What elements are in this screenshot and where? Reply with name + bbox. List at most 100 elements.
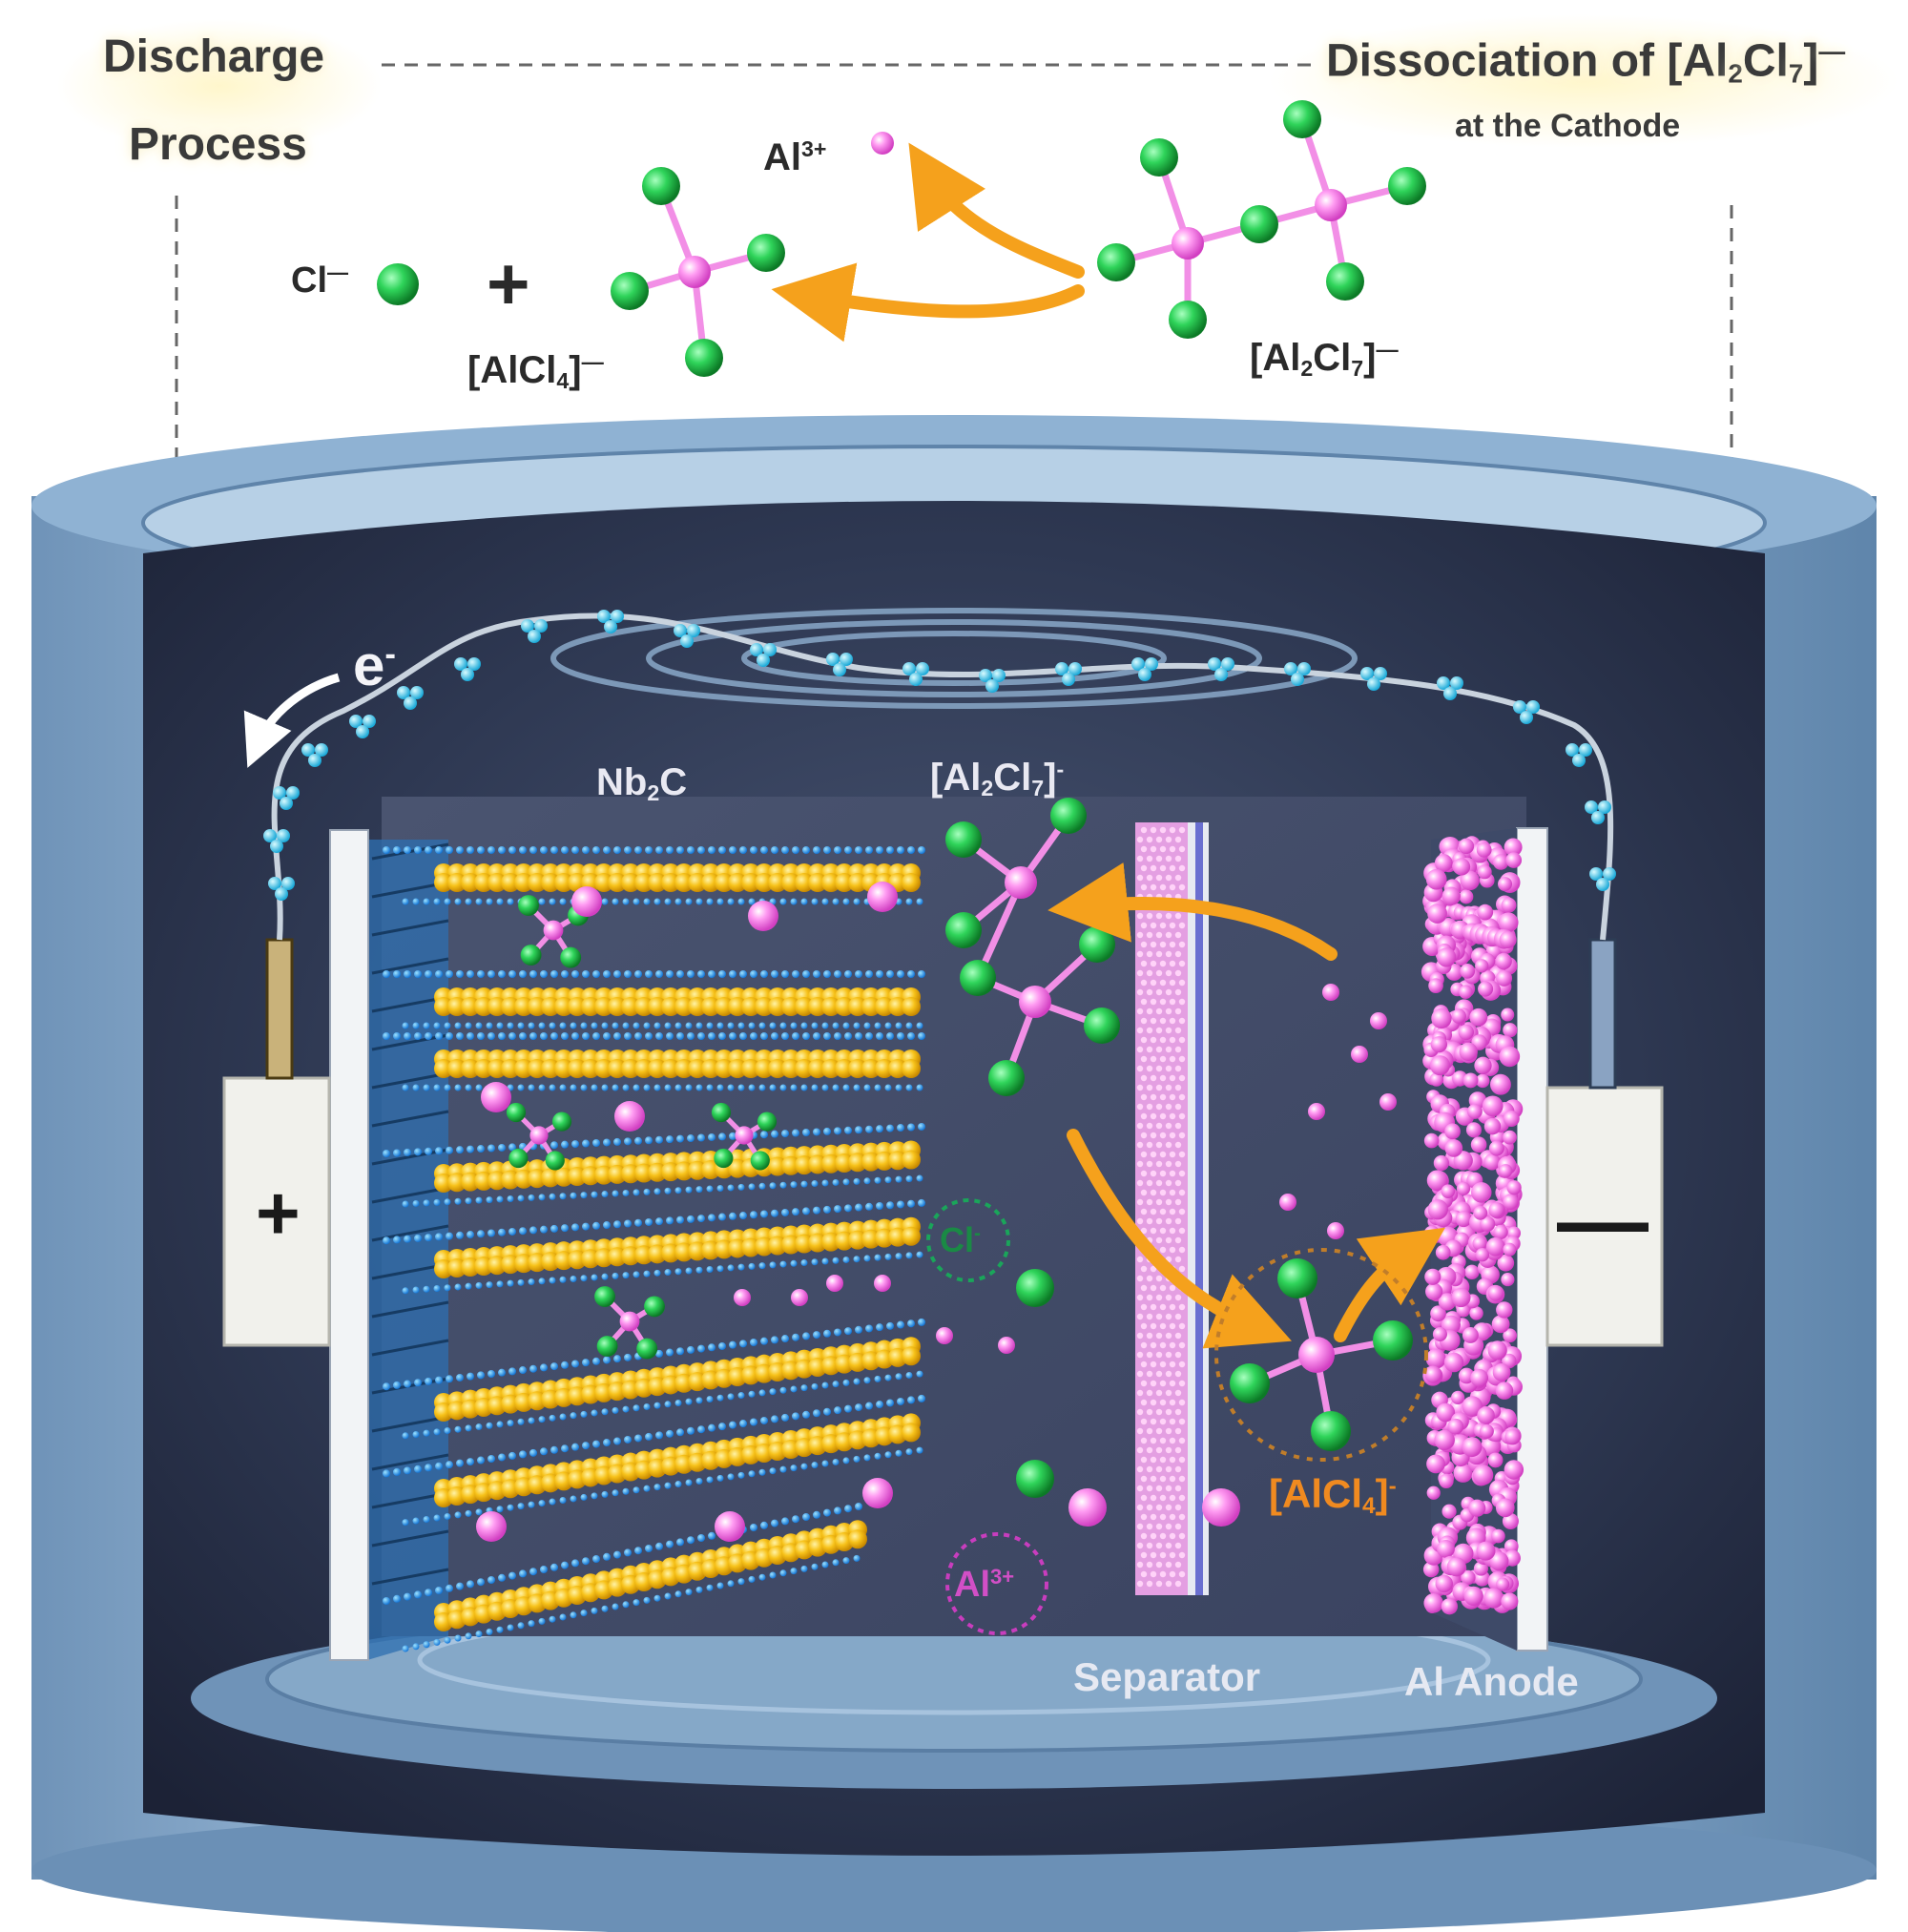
anode-aluminum-atom	[1446, 1557, 1466, 1577]
anode-aluminum-atom	[1441, 1504, 1457, 1519]
carbon-atom	[412, 898, 420, 905]
niobium-atom	[674, 997, 694, 1016]
carbon-atom	[423, 1199, 430, 1207]
carbon-atom	[655, 970, 663, 978]
header-dissociation-c: ]	[1803, 35, 1819, 87]
carbon-atom	[528, 1022, 535, 1029]
anode-aluminum-atom	[1423, 1593, 1443, 1613]
carbon-atom	[874, 1084, 881, 1091]
separator-pore	[1146, 1294, 1153, 1301]
separator-pore	[1159, 1112, 1167, 1120]
carbon-atom	[414, 846, 422, 854]
carbon-atom	[800, 1022, 808, 1029]
anode-aluminum-atom	[1441, 1184, 1456, 1198]
niobium-atom	[902, 1346, 921, 1366]
carbon-atom	[897, 1397, 904, 1405]
separator-pore	[1140, 1284, 1148, 1292]
anode-aluminum-atom	[1495, 952, 1512, 970]
label-cl-top-sup: —	[327, 260, 349, 284]
carbon-atom	[559, 898, 567, 905]
carbon-atom	[601, 1022, 609, 1029]
separator-pore	[1146, 1465, 1153, 1473]
carbon-atom	[549, 1277, 556, 1284]
anode-aluminum-atom	[1496, 1577, 1510, 1591]
separator-pore	[1155, 1160, 1163, 1168]
separator-pore	[1146, 1504, 1153, 1511]
separator-pore	[1169, 1151, 1176, 1158]
separator-pore	[1155, 1523, 1163, 1530]
separator-pore	[1165, 1179, 1172, 1187]
carbon-atom	[834, 1032, 841, 1040]
carbon-atom	[612, 1022, 619, 1029]
carbon-atom	[550, 1362, 558, 1371]
carbon-atom	[758, 1022, 766, 1029]
carbon-atom	[561, 846, 569, 854]
carbon-atom	[727, 1022, 735, 1029]
carbon-atom	[750, 1524, 757, 1531]
carbon-atom	[624, 1548, 632, 1557]
anode-aluminum-atom	[1460, 870, 1480, 891]
separator-pore	[1155, 1427, 1163, 1435]
carbon-atom	[643, 1084, 651, 1091]
anode-aluminum-atom	[1482, 1095, 1504, 1117]
carbon-atom	[708, 1343, 716, 1352]
carbon-atom	[905, 1022, 913, 1029]
separator-pore	[1178, 1151, 1186, 1158]
carbon-atom	[739, 1340, 747, 1348]
carbon-atom	[475, 1084, 483, 1091]
separator-pore	[1178, 1227, 1186, 1235]
carbon-atom	[708, 1032, 716, 1040]
carbon-atom	[748, 898, 756, 905]
aluminum-atom	[1019, 986, 1051, 1018]
anode-aluminum-atom	[1483, 1588, 1504, 1609]
separator-pore	[1155, 874, 1163, 882]
separator-pore	[1174, 1370, 1182, 1378]
carbon-atom	[907, 1396, 915, 1404]
carbon-atom	[737, 1263, 745, 1271]
separator-pore	[1155, 1313, 1163, 1320]
separator-pore	[1165, 950, 1172, 958]
anode-aluminum-atom	[1426, 1170, 1448, 1192]
anode-aluminum-atom	[1480, 1423, 1494, 1439]
carbon-atom	[842, 1022, 850, 1029]
carbon-atom	[529, 1364, 537, 1373]
separator-pore	[1159, 826, 1167, 834]
electron	[902, 662, 916, 675]
separator-pore	[1178, 1208, 1186, 1215]
carbon-atom	[771, 1032, 778, 1040]
carbon-atom	[486, 1422, 493, 1429]
anode-aluminum-atom	[1478, 981, 1494, 997]
carbon-atom	[561, 1561, 569, 1569]
separator-pore	[1136, 1084, 1144, 1091]
carbon-atom	[592, 1440, 600, 1448]
header-halo-left	[57, 19, 382, 153]
separator-pore	[1136, 1294, 1144, 1301]
carbon-atom	[781, 1032, 789, 1040]
separator-pore	[1155, 1446, 1163, 1454]
separator-pore	[1150, 1322, 1157, 1330]
carbon-atom	[897, 1200, 904, 1209]
separator-pore	[1150, 1570, 1157, 1578]
anode-aluminum-atom	[1424, 1365, 1442, 1383]
carbon-atom	[624, 1219, 632, 1228]
carbon-atom	[884, 1084, 892, 1091]
carbon-atom	[517, 1418, 525, 1425]
header-dissociation-sub2: 7	[1788, 58, 1804, 89]
carbon-atom	[412, 1199, 420, 1207]
anode-aluminum-atom	[1465, 1527, 1486, 1548]
separator-pore	[1136, 969, 1144, 977]
electron	[528, 630, 541, 643]
anode-aluminum-atom	[1441, 886, 1461, 905]
anode-aluminum-atom	[1429, 1055, 1450, 1076]
separator-pore	[1174, 1198, 1182, 1206]
separator-pore	[1140, 922, 1148, 929]
niobium-atom	[554, 873, 573, 892]
carbon-atom	[750, 1339, 757, 1346]
separator-pore	[1146, 1141, 1153, 1149]
aluminum-ion	[862, 1478, 893, 1508]
niobium-atom	[501, 873, 520, 892]
carbon-atom	[571, 1223, 579, 1232]
carbon-atom	[446, 970, 453, 978]
carbon-atom	[813, 970, 820, 978]
separator-pore	[1150, 845, 1157, 853]
